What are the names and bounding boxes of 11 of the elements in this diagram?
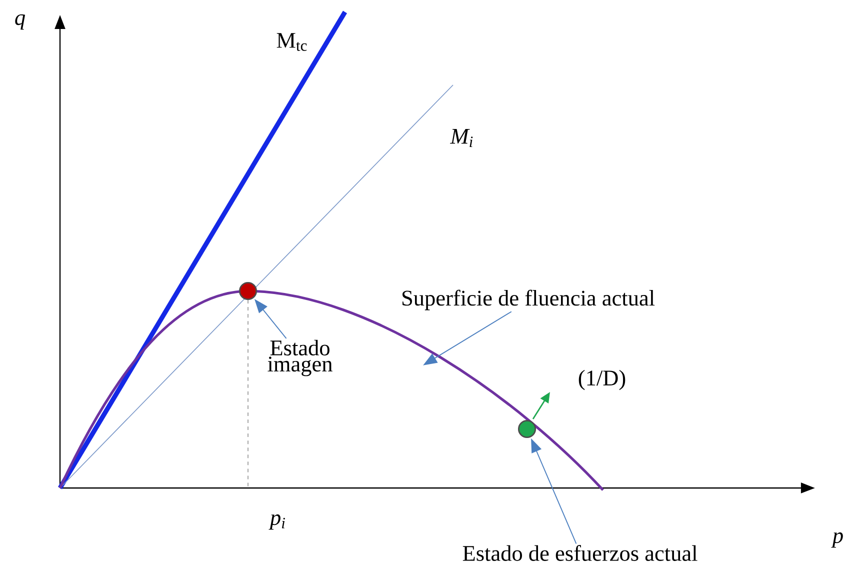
axis-label: M$_{tc}$ (276, 33, 307, 51)
axis-label: M$_{i}$ (450, 129, 473, 147)
state-point (238, 282, 258, 300)
annotation-text: Estado de esfuerzos actual (462, 545, 698, 561)
annotation-text: Estado imagen (268, 340, 332, 376)
axis-label: (1/D) (578, 370, 626, 390)
axis-label: p (831, 532, 843, 548)
axis-label: p$_{i}$ (268, 514, 285, 530)
annotation-text: Superficie de fluencia actual (402, 290, 655, 310)
state-point (518, 420, 536, 438)
axis-label: q (15, 14, 26, 30)
